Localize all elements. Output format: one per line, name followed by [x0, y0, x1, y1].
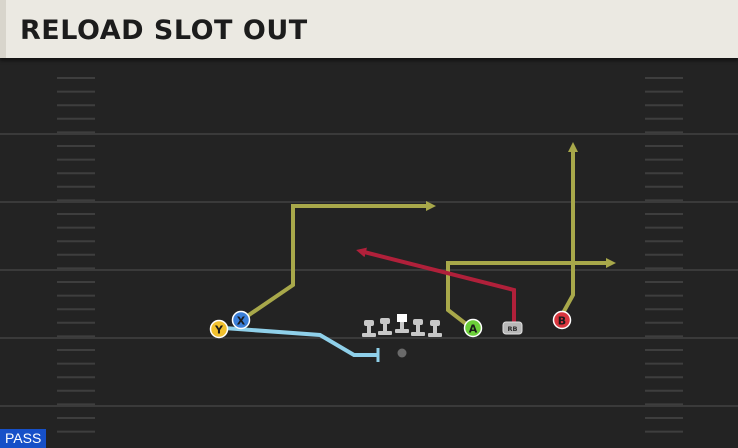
right-hash-marks: [645, 77, 683, 433]
player-y[interactable]: Y: [209, 319, 229, 339]
a-route: [446, 258, 616, 329]
rb-route: [356, 247, 516, 322]
player-b-label: B: [558, 315, 566, 328]
y-route: [223, 326, 377, 357]
player-a-label: A: [469, 323, 478, 336]
header-edge-accent: [0, 0, 6, 58]
quarterback-marker: [397, 348, 407, 358]
lineman-icon: [362, 320, 376, 337]
center-icon: [395, 314, 409, 333]
player-x-label: X: [237, 315, 246, 328]
play-header: RELOAD SLOT OUT: [0, 0, 738, 58]
player-a[interactable]: A: [463, 318, 483, 338]
player-rb-label: RB: [508, 325, 518, 333]
b-route: [561, 142, 578, 314]
left-hash-marks: [57, 77, 95, 433]
lineman-icon: [428, 320, 442, 337]
offensive-line: [362, 314, 442, 337]
player-rb[interactable]: RB: [502, 321, 523, 335]
lineman-icon: [378, 318, 392, 335]
player-x[interactable]: X: [231, 310, 251, 330]
player-b[interactable]: B: [552, 310, 572, 330]
x-route: [241, 201, 436, 321]
yard-lines: [0, 133, 738, 407]
player-y-label: Y: [214, 324, 224, 337]
play-type-badge: PASS: [0, 429, 47, 448]
lineman-icon: [411, 319, 425, 336]
play-title: RELOAD SLOT OUT: [20, 15, 308, 46]
